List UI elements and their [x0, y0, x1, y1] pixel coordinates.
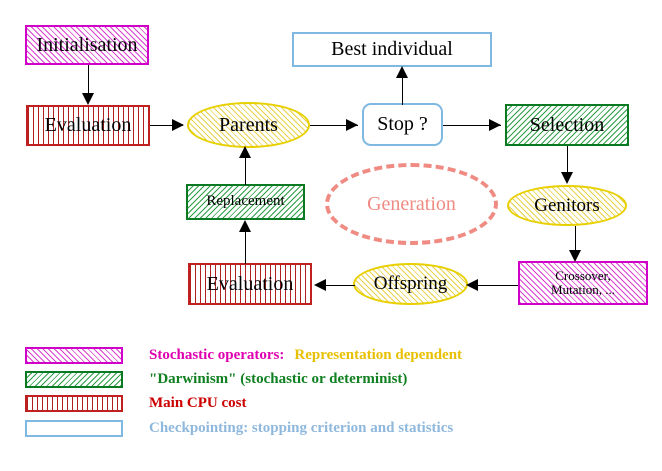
legend-swatch-red-vertical-stripes: [25, 395, 123, 412]
arrowhead-initialisation-evaluation: [82, 93, 94, 105]
edge-evaluation-parents: [150, 125, 183, 126]
legend-row-checkpointing: Checkpointing: stopping criterion and st…: [25, 420, 453, 437]
node-evaluation-bottom[interactable]: Evaluation: [188, 263, 312, 305]
node-best-individual-label: Best individual: [331, 38, 453, 60]
node-parents-label: Parents: [219, 113, 278, 136]
edge-initialisation-evaluation: [88, 65, 89, 97]
legend-row-stochastic-operators: Stochastic operators: Representation depe…: [25, 347, 462, 364]
legend-row-darwinism: "Darwinism" (stochastic or determinist): [25, 371, 407, 388]
node-generation-label: Generation: [367, 192, 456, 215]
edge-replacement-parents: [245, 155, 246, 185]
node-replacement-label: Replacement: [206, 193, 285, 210]
node-parents[interactable]: Parents: [187, 102, 310, 148]
legend-label-stochastic-operators-primary: Stochastic operators:: [149, 347, 285, 363]
legend-label-main-cpu-cost-primary: Main CPU cost: [149, 395, 247, 411]
edge-parents-stop: [310, 125, 358, 126]
node-evaluation-top[interactable]: Evaluation: [26, 105, 150, 146]
node-replacement[interactable]: Replacement: [186, 184, 305, 220]
arrowhead-replacement-parents: [239, 146, 251, 158]
node-stop-label: Stop ?: [377, 113, 428, 135]
arrowhead-offspring-evaluation: [314, 279, 326, 291]
legend-swatch-blue-horizontal-lines: [25, 420, 123, 437]
arrowhead-stop-selection: [489, 119, 501, 131]
node-genitors[interactable]: Genitors: [507, 185, 627, 226]
edge-genitors-crossover: [575, 226, 576, 252]
legend-label-checkpointing-primary: Checkpointing: stopping criterion and st…: [149, 420, 454, 436]
legend-label-darwinism-primary: "Darwinism" (stochastic or determinist): [149, 371, 408, 387]
node-initialisation-label: Initialisation: [36, 33, 138, 56]
arrowhead-parents-stop: [346, 119, 358, 131]
node-evaluation-bottom-label: Evaluation: [206, 272, 294, 295]
edge-selection-genitors: [567, 146, 568, 176]
node-crossover-mutation-label: Crossover, Mutation, ...: [551, 268, 615, 297]
edge-offspring-evaluation: [320, 285, 355, 286]
node-crossover-mutation[interactable]: Crossover, Mutation, ...: [518, 261, 648, 305]
arrowhead-genitors-crossover: [569, 250, 581, 262]
edge-crossover-offspring: [472, 285, 518, 286]
arrowhead-evaluation-replacement: [239, 220, 251, 232]
arrowhead-stop-best-individual: [396, 66, 408, 78]
node-selection-label: Selection: [529, 113, 605, 136]
node-generation-cycle: Generation: [325, 163, 498, 245]
legend-label-main-cpu-cost: Main CPU cost: [149, 395, 247, 412]
legend-row-main-cpu-cost: Main CPU cost: [25, 395, 247, 412]
legend-label-checkpointing: Checkpointing: stopping criterion and st…: [149, 420, 453, 437]
node-stop[interactable]: Stop ?: [362, 103, 443, 146]
node-offspring[interactable]: Offspring: [353, 263, 468, 305]
edge-stop-selection: [443, 125, 501, 126]
node-selection[interactable]: Selection: [505, 104, 629, 146]
legend-swatch-green-diagonal-hatch: [25, 371, 123, 388]
node-initialisation[interactable]: Initialisation: [25, 25, 149, 65]
legend-label-darwinism: "Darwinism" (stochastic or determinist): [149, 371, 407, 388]
node-best-individual[interactable]: Best individual: [292, 32, 492, 67]
arrowhead-selection-genitors: [561, 172, 573, 184]
node-offspring-label: Offspring: [373, 273, 448, 295]
legend-swatch-magenta-diagonal-hatch: [25, 347, 123, 364]
edge-evaluation-replacement: [245, 228, 246, 264]
arrowhead-evaluation-parents: [172, 119, 184, 131]
node-genitors-label: Genitors: [534, 194, 600, 216]
legend-label-stochastic-operators: Stochastic operators: Representation depe…: [149, 347, 462, 364]
legend-label-representation-dependent: Representation dependent: [294, 347, 463, 363]
arrowhead-crossover-offspring: [466, 279, 478, 291]
edge-stop-best-individual: [402, 70, 403, 105]
node-evaluation-top-label: Evaluation: [44, 114, 132, 136]
